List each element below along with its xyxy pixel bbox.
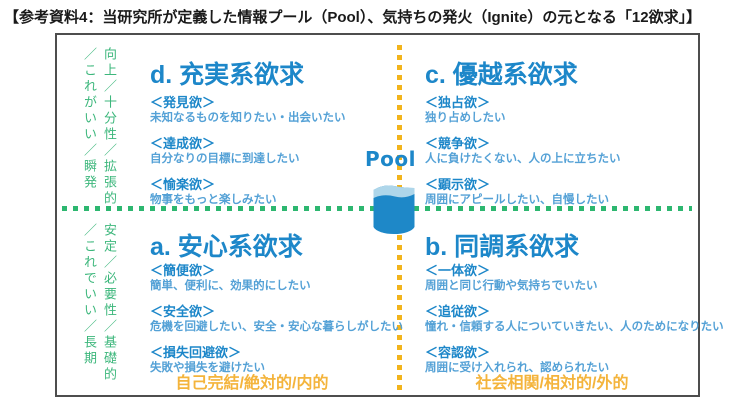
desire-description: 憧れ・信頼する人についていきたい、人のためになりたい [425, 321, 724, 333]
desire-item: ＜愉楽欲＞ 物事をもっと楽しみたい [150, 177, 346, 208]
desire-description: 周囲に受け入れられ、認められたい [425, 362, 610, 374]
desire-description: 未知なるものを知りたい・出会いたい [150, 112, 346, 124]
axis-caption-growth-col2: ／これがいい／瞬発 [82, 47, 97, 191]
pool-cylinder-icon [373, 185, 415, 235]
desire-item: ＜簡便欲＞ 簡単、便利に、効果的にしたい [150, 263, 403, 294]
desire-label: ＜発見欲＞ [150, 95, 216, 110]
desire-label: ＜競争欲＞ [425, 136, 491, 151]
quadrant-c-items: ＜独占欲＞ 独り占めしたい ＜競争欲＞ 人に負けたくない、人の上に立ちたい ＜顕… [425, 95, 621, 218]
desire-label: ＜愉楽欲＞ [150, 177, 216, 192]
desire-label: ＜一体欲＞ [425, 263, 491, 278]
desire-item: ＜独占欲＞ 独り占めしたい [425, 95, 621, 126]
quadrant-a-items: ＜簡便欲＞ 簡単、便利に、効果的にしたい ＜安全欲＞ 危機を回避したい、安全・安… [150, 263, 403, 386]
desire-description: 簡単、便利に、効果的にしたい [150, 280, 311, 292]
desire-description: 独り占めしたい [425, 112, 506, 124]
desire-description: 物事をもっと楽しみたい [150, 194, 277, 206]
pool-logo-text: Pool [365, 147, 416, 171]
axis-caption-stability-col2: ／これでいい／長期 [82, 223, 97, 367]
quadrant-c-title: c. 優越系欲求 [425, 61, 578, 89]
diagram-frame: 向上／十分性／拡張的 ／これがいい／瞬発 安定／必要性／基礎的 ／これでいい／長… [55, 33, 724, 397]
desire-description: 周囲にアピールしたい、自慢したい [425, 194, 609, 206]
desire-item: ＜発見欲＞ 未知なるものを知りたい・出会いたい [150, 95, 346, 126]
desire-description: 人に負けたくない、人の上に立ちたい [425, 153, 621, 165]
desire-label: ＜損失回避欲＞ [150, 345, 242, 360]
caption-self-contained: 自己完結/絶対的/内的 [175, 375, 329, 392]
desire-description: 周囲と同じ行動や気持ちでいたい [425, 280, 598, 292]
desire-label: ＜独占欲＞ [425, 95, 491, 110]
quadrant-a-title: a. 安心系欲求 [150, 233, 303, 261]
quadrant-d-title: d. 充実系欲求 [150, 61, 305, 89]
desire-item: ＜追従欲＞ 憧れ・信頼する人についていきたい、人のためになりたい [425, 304, 724, 335]
desire-label: ＜安全欲＞ [150, 304, 216, 319]
desire-item: ＜安全欲＞ 危機を回避したい、安全・安心な暮らしがしたい [150, 304, 403, 335]
desire-label: ＜簡便欲＞ [150, 263, 216, 278]
desire-item: ＜競争欲＞ 人に負けたくない、人の上に立ちたい [425, 136, 621, 167]
quadrant-d-items: ＜発見欲＞ 未知なるものを知りたい・出会いたい ＜達成欲＞ 自分なりの目標に到達… [150, 95, 346, 218]
desire-label: ＜追従欲＞ [425, 304, 491, 319]
axis-caption-growth: 向上／十分性／拡張的 ／これがいい／瞬発 [79, 47, 119, 217]
desire-label: ＜容認欲＞ [425, 345, 491, 360]
axis-caption-stability: 安定／必要性／基礎的 ／これでいい／長期 [79, 223, 119, 393]
desire-description: 失敗や損失を避けたい [150, 362, 265, 374]
desire-label: ＜達成欲＞ [150, 136, 216, 151]
desire-item: ＜容認欲＞ 周囲に受け入れられ、認められたい [425, 345, 724, 376]
desire-description: 自分なりの目標に到達したい [150, 153, 300, 165]
desire-item: ＜達成欲＞ 自分なりの目標に到達したい [150, 136, 346, 167]
desire-item: ＜一体欲＞ 周囲と同じ行動や気持ちでいたい [425, 263, 724, 294]
desire-item: ＜顕示欲＞ 周囲にアピールしたい、自慢したい [425, 177, 621, 208]
desire-description: 危機を回避したい、安全・安心な暮らしがしたい [150, 321, 403, 333]
quadrant-b-items: ＜一体欲＞ 周囲と同じ行動や気持ちでいたい ＜追従欲＞ 憧れ・信頼する人について… [425, 263, 724, 386]
desire-label: ＜顕示欲＞ [425, 177, 491, 192]
axis-caption-stability-col1: 安定／必要性／基礎的 [102, 223, 117, 383]
caption-social-relative: 社会相関/相対的/外的 [475, 375, 629, 392]
axis-caption-growth-col1: 向上／十分性／拡張的 [102, 47, 117, 207]
desire-item: ＜損失回避欲＞ 失敗や損失を避けたい [150, 345, 403, 376]
document-title: 【参考資料4：当研究所が定義した情報プール（Pool）、気持ちの発火（Ignit… [4, 9, 702, 26]
quadrant-b-title: b. 同調系欲求 [425, 233, 580, 261]
